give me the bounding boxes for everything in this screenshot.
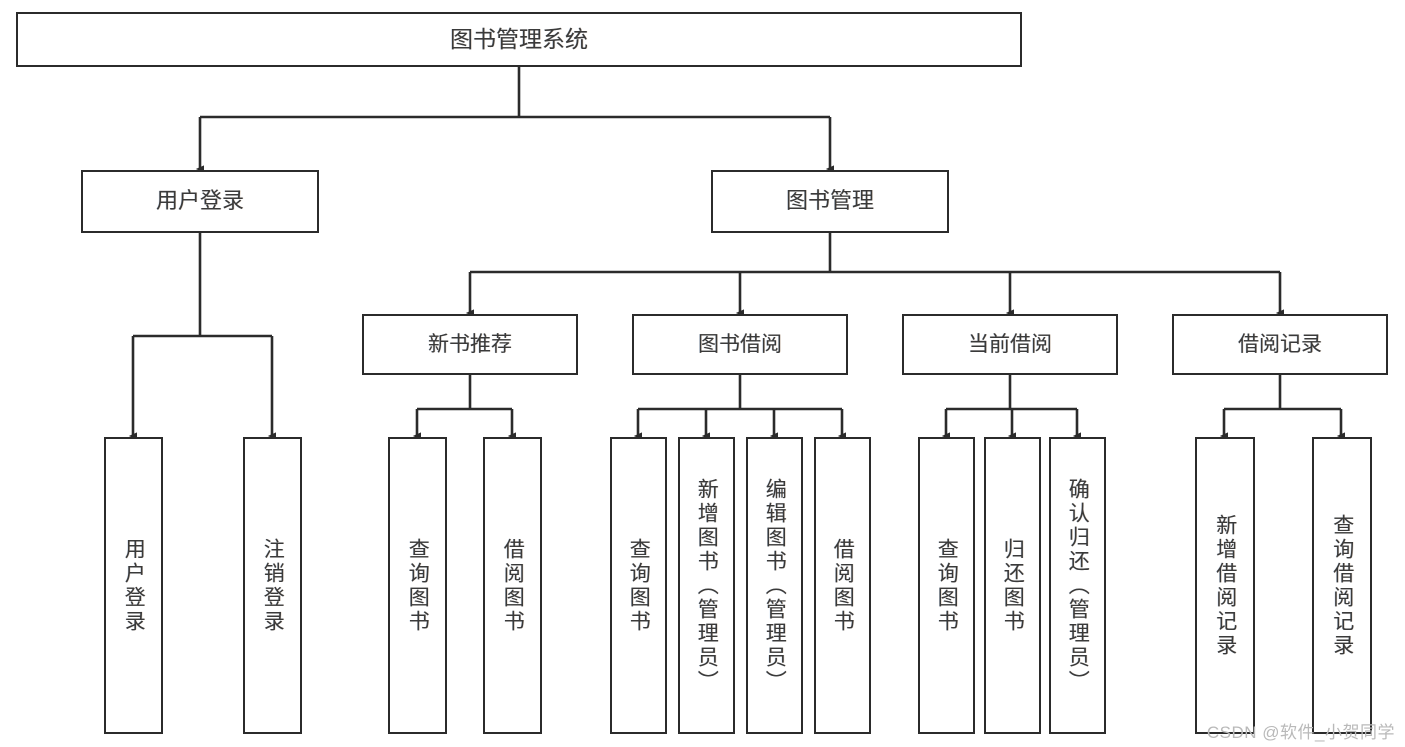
node-leaf-label: 查询图书 — [627, 537, 651, 634]
node-leaf-label: 新增图书（管理员） — [695, 477, 719, 694]
node-leaf-label: 确认归还（管理员） — [1066, 477, 1090, 694]
node-leaf-label: 新增借阅记录 — [1213, 513, 1237, 658]
node-leaf-borrow-book-2[interactable]: 借阅图书 — [814, 437, 871, 734]
node-leaf-add-book[interactable]: 新增图书（管理员） — [678, 437, 735, 734]
node-leaf-add-record[interactable]: 新增借阅记录 — [1195, 437, 1255, 734]
node-leaf-borrow-book-1[interactable]: 借阅图书 — [483, 437, 542, 734]
node-book-borrow[interactable]: 图书借阅 — [632, 314, 848, 375]
node-leaf-confirm-return[interactable]: 确认归还（管理员） — [1049, 437, 1106, 734]
node-leaf-query-book-1[interactable]: 查询图书 — [388, 437, 447, 734]
node-leaf-label: 归还图书 — [1001, 537, 1025, 634]
node-leaf-query-book-2[interactable]: 查询图书 — [610, 437, 667, 734]
node-leaf-return-book[interactable]: 归还图书 — [984, 437, 1041, 734]
node-level2-label: 图书借阅 — [698, 332, 782, 356]
node-leaf-label: 查询图书 — [935, 537, 959, 634]
node-level2-label: 当前借阅 — [968, 332, 1052, 356]
node-borrow-record[interactable]: 借阅记录 — [1172, 314, 1388, 375]
node-root-label: 图书管理系统 — [450, 25, 588, 52]
node-leaf-label: 用户登录 — [122, 537, 146, 634]
node-leaf-logout[interactable]: 注销登录 — [243, 437, 302, 734]
node-level1-label: 图书管理 — [785, 188, 874, 214]
node-level2-label: 新书推荐 — [428, 332, 512, 356]
node-book-manage[interactable]: 图书管理 — [711, 170, 949, 233]
node-leaf-label: 借阅图书 — [831, 537, 855, 634]
node-leaf-query-book-3[interactable]: 查询图书 — [918, 437, 975, 734]
node-leaf-label: 注销登录 — [261, 537, 285, 634]
node-new-book-recommend[interactable]: 新书推荐 — [362, 314, 578, 375]
node-user-login[interactable]: 用户登录 — [81, 170, 319, 233]
node-root[interactable]: 图书管理系统 — [16, 12, 1022, 67]
node-leaf-label: 查询图书 — [406, 537, 430, 634]
node-leaf-label: 编辑图书（管理员） — [763, 477, 787, 694]
watermark-label: CSDN @软件_小贺同学 — [1206, 723, 1395, 742]
node-current-borrow[interactable]: 当前借阅 — [902, 314, 1118, 375]
node-leaf-label: 借阅图书 — [501, 537, 525, 634]
node-level1-label: 用户登录 — [155, 188, 244, 214]
node-leaf-query-record[interactable]: 查询借阅记录 — [1312, 437, 1372, 734]
node-leaf-edit-book[interactable]: 编辑图书（管理员） — [746, 437, 803, 734]
node-leaf-label: 查询借阅记录 — [1330, 513, 1354, 658]
node-level2-label: 借阅记录 — [1238, 332, 1322, 356]
node-leaf-user-login[interactable]: 用户登录 — [104, 437, 163, 734]
